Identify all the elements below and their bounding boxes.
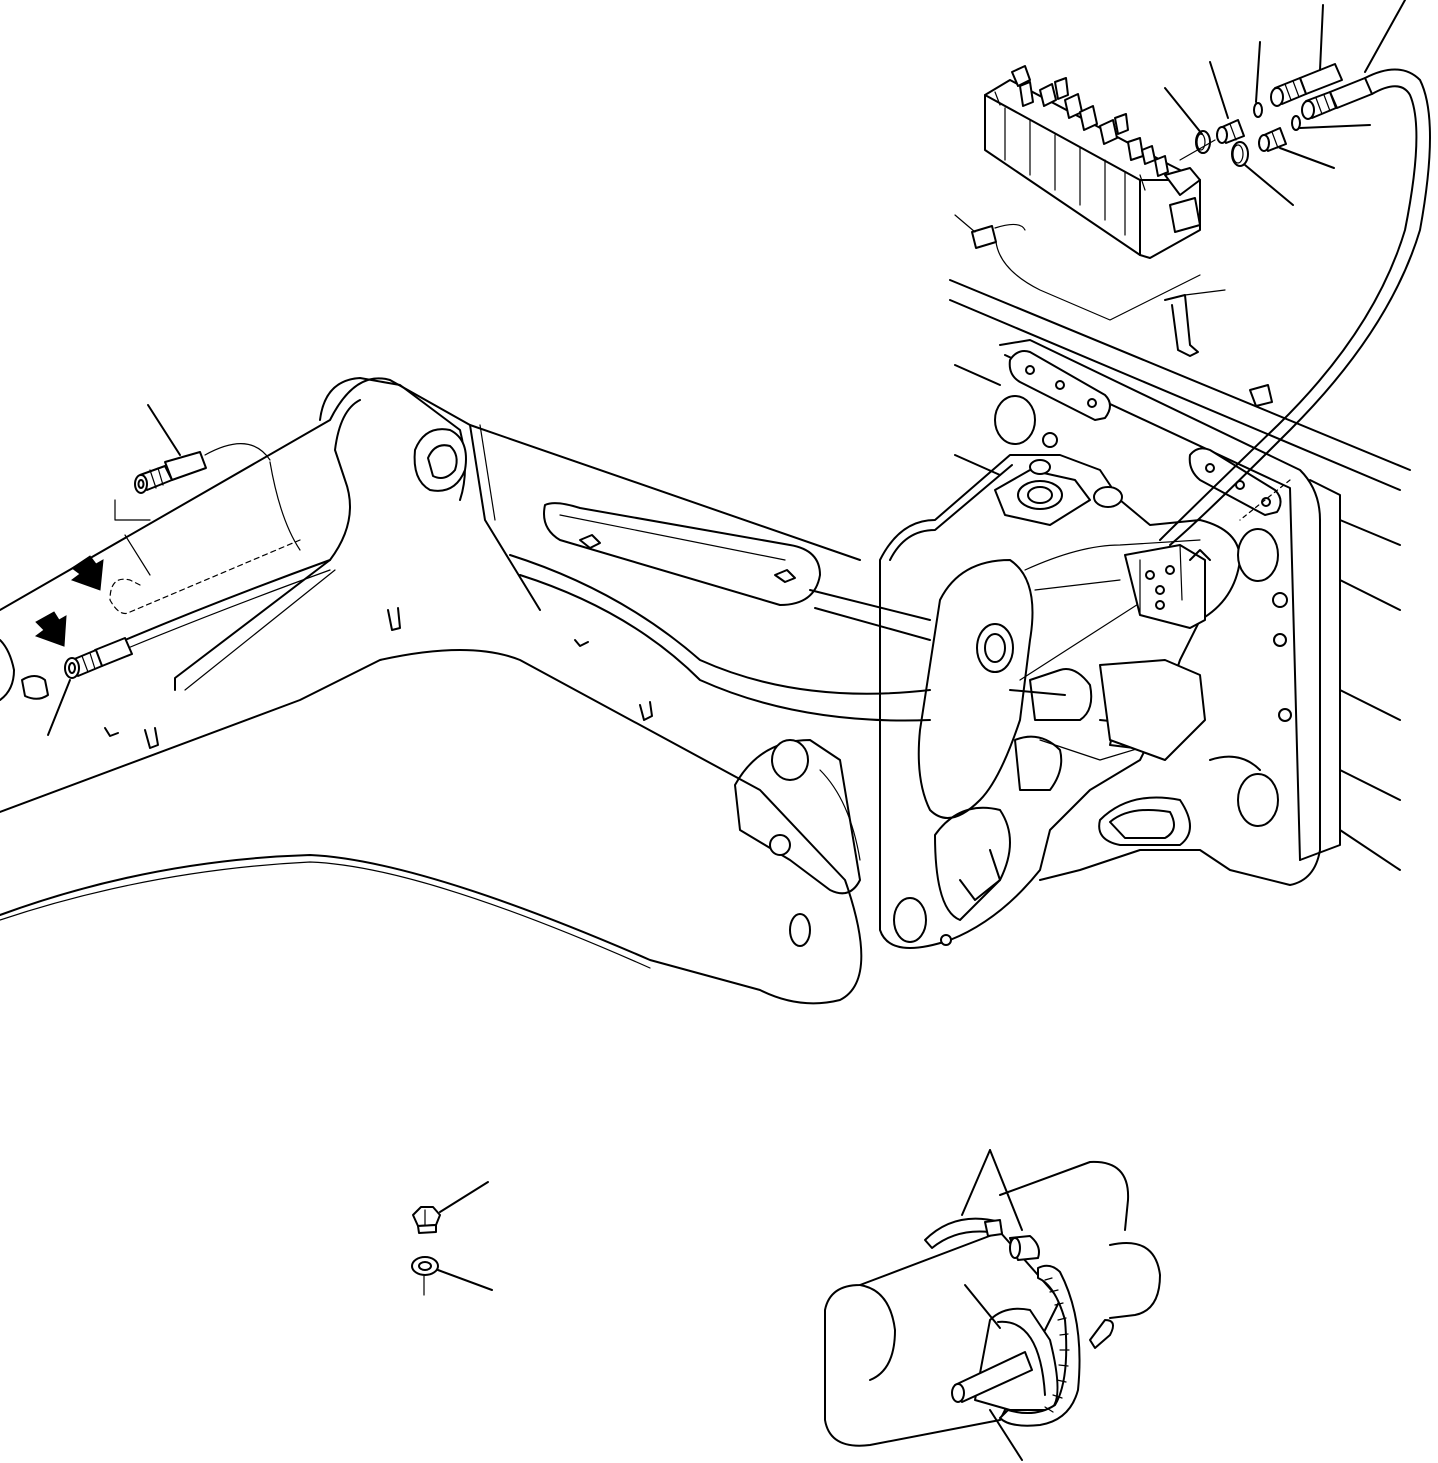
washer (411, 1256, 493, 1296)
distribution-block (1124, 544, 1211, 629)
boom-hoses (109, 443, 931, 722)
swing-bracket (734, 454, 1241, 949)
down-left-arrow-icon (34, 611, 67, 647)
hose-fitting-upper (134, 451, 207, 494)
hose-fitting-lower (21, 637, 133, 700)
exploded-fittings (1159, 0, 1431, 546)
leader-lines-left (47, 404, 181, 736)
rear-frame (949, 279, 1411, 886)
plug-bolt (412, 1181, 489, 1234)
down-left-arrow-icon (70, 555, 104, 591)
boom-arm (0, 377, 863, 1005)
pipe-clamp-detail (824, 1149, 1161, 1461)
boom-pin-end (0, 639, 15, 701)
control-valve-assembly (984, 65, 1201, 259)
cable-clip (954, 214, 1201, 321)
hydraulic-cylinder (543, 502, 931, 641)
